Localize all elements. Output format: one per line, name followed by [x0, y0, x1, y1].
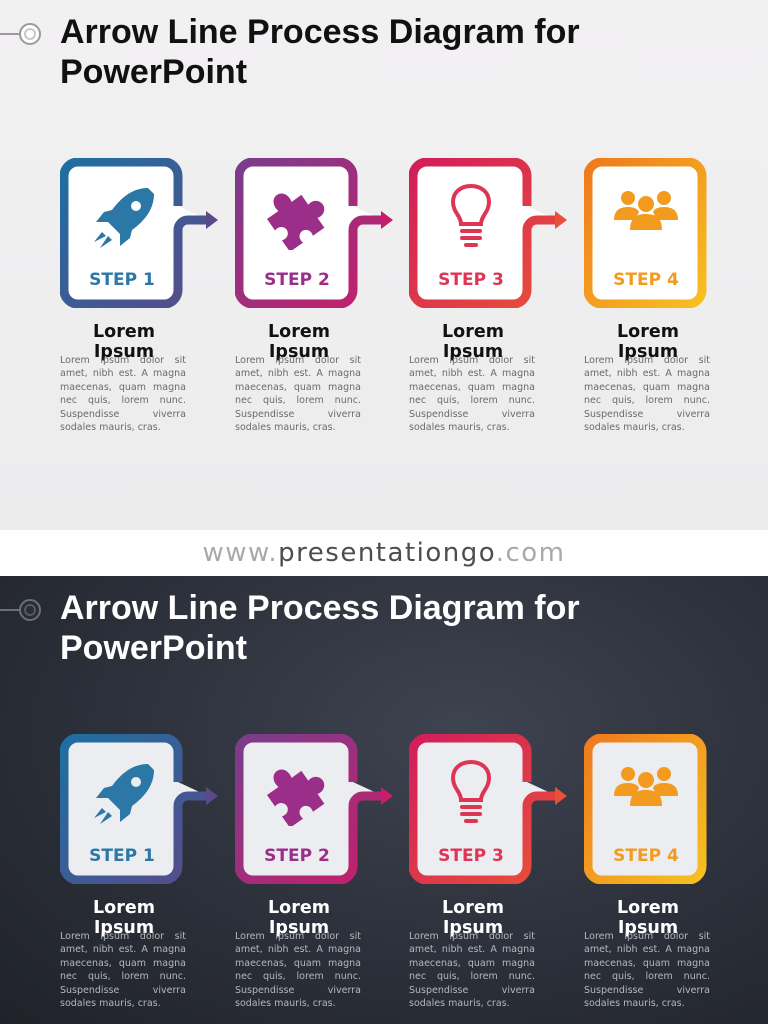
- step-4-description: Lorem ipsum dolor sit amet, nibh est. A …: [584, 355, 710, 434]
- step-2-label: STEP 2: [264, 846, 330, 866]
- step-3-description: Lorem ipsum dolor sit amet, nibh est. A …: [409, 931, 535, 1010]
- puzzle-icon: [267, 769, 325, 826]
- step-2-label: STEP 2: [264, 270, 330, 290]
- rocket-icon: [94, 188, 154, 248]
- website-url[interactable]: www.presentationgo.com: [203, 538, 566, 568]
- step-4-heading: Lorem Ipsum: [617, 322, 679, 362]
- step-1-label: STEP 1: [89, 270, 155, 290]
- page-title: Arrow Line Process Diagram for PowerPoin…: [60, 13, 580, 91]
- step-4-label: STEP 4: [613, 270, 679, 290]
- step-3-arrow-frame: [409, 158, 567, 308]
- puzzle-icon: [267, 193, 325, 250]
- title-pin-icon: [0, 23, 41, 45]
- lightbulb-icon: [450, 183, 492, 247]
- step-3-heading: Lorem Ipsum: [442, 898, 504, 938]
- url-suffix: .com: [495, 538, 566, 568]
- step-2-heading: Lorem Ipsum: [268, 898, 330, 938]
- step-2-description: Lorem ipsum dolor sit amet, nibh est. A …: [235, 355, 361, 434]
- step-1-description: Lorem ipsum dolor sit amet, nibh est. A …: [60, 355, 186, 434]
- lightbulb-icon: [450, 759, 492, 823]
- step-4-label: STEP 4: [613, 846, 679, 866]
- step-2-heading: Lorem Ipsum: [268, 322, 330, 362]
- step-1-heading: Lorem Ipsum: [93, 898, 155, 938]
- url-prefix: www.: [202, 538, 279, 568]
- step-3-heading: Lorem Ipsum: [442, 322, 504, 362]
- step-1-label: STEP 1: [89, 846, 155, 866]
- step-1-description: Lorem ipsum dolor sit amet, nibh est. A …: [60, 931, 186, 1010]
- step-3-description: Lorem ipsum dolor sit amet, nibh est. A …: [409, 355, 535, 434]
- step-2-description: Lorem ipsum dolor sit amet, nibh est. A …: [235, 931, 361, 1010]
- step-3-label: STEP 3: [438, 846, 504, 866]
- step-2-arrow-frame: [235, 158, 393, 308]
- url-name: presentationgo: [278, 538, 496, 568]
- team-icon: [614, 191, 678, 230]
- website-footer: www.presentationgo.com: [0, 530, 768, 576]
- step-4-heading: Lorem Ipsum: [617, 898, 679, 938]
- step-1-heading: Lorem Ipsum: [93, 322, 155, 362]
- step-3-arrow-frame: [409, 734, 567, 884]
- title-pin-icon: [0, 599, 41, 621]
- rocket-icon: [94, 764, 154, 824]
- team-icon: [614, 767, 678, 806]
- page-title: Arrow Line Process Diagram for PowerPoin…: [60, 589, 580, 667]
- step-3-label: STEP 3: [438, 270, 504, 290]
- step-4-description: Lorem ipsum dolor sit amet, nibh est. A …: [584, 931, 710, 1010]
- slide-light: Arrow Line Process Diagram for PowerPoin…: [0, 0, 768, 530]
- slide-dark: Arrow Line Process Diagram for PowerPoin…: [0, 576, 768, 1024]
